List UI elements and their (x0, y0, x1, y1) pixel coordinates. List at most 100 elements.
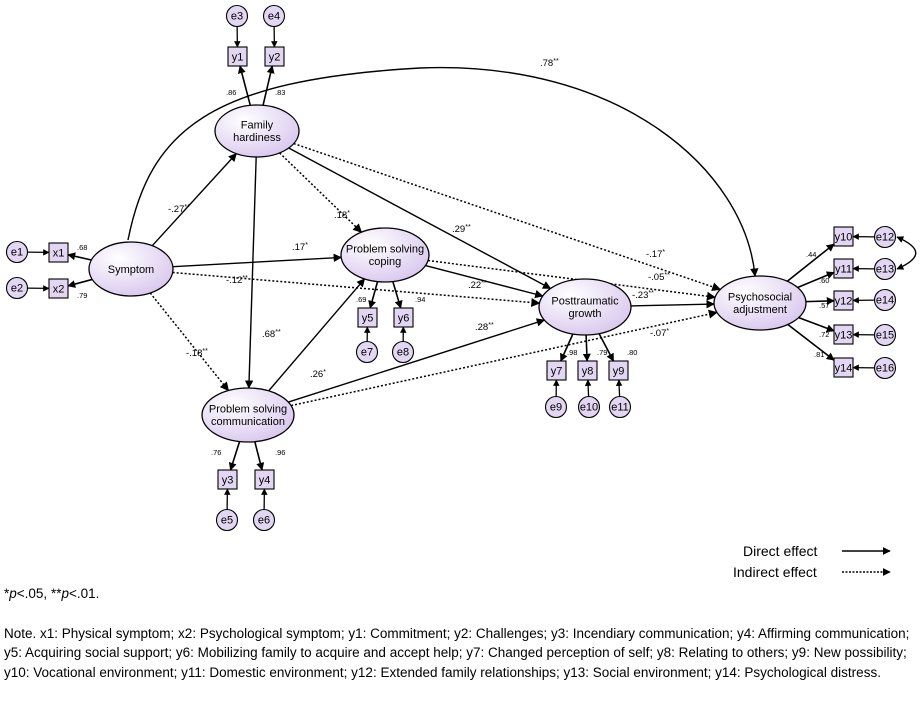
error-circle-e12 (873, 225, 897, 249)
indicator-label-y8: y8 (582, 365, 594, 377)
error-circle-e8 (391, 340, 415, 364)
indicator-label-y2: y2 (269, 51, 281, 63)
loading-value-y4: .96 (275, 448, 285, 457)
error-circle-e16 (873, 356, 897, 380)
error-label-e13: e13 (876, 263, 894, 275)
structural-paths (127, 66, 917, 407)
error-label-e4: e4 (268, 10, 280, 22)
error-circle-e10 (577, 395, 601, 419)
error-circle-e6 (252, 508, 276, 532)
loading-value-x1: .68 (77, 243, 87, 252)
loading-value-y1: .86 (226, 88, 236, 97)
significance-note: *p<.05, **p<.01. (4, 586, 100, 601)
legend-direct-label: Direct effect (743, 543, 818, 559)
coef-coping-growth: .22** (468, 280, 487, 291)
coef-comm-coping: .26* (310, 369, 326, 380)
path-coping-to-growth (425, 264, 544, 299)
coef-comm-growth: .28** (475, 322, 494, 333)
coef-family-psych: -.17* (646, 249, 665, 260)
indicator-box-x2 (48, 278, 69, 299)
error-label-e11: e11 (611, 401, 629, 413)
indicator-box-y6 (393, 307, 414, 328)
latent-label-psych-1: adjustment (733, 304, 787, 316)
coef-sig-comm-coping: * (323, 369, 326, 376)
latent-label-coping-0: Problem solving (346, 244, 424, 256)
error-label-e14: e14 (876, 294, 894, 306)
indicator-box-y10 (833, 226, 854, 247)
loading-psych-y12 (805, 297, 835, 305)
indicator-label-y11: y11 (835, 263, 852, 275)
legend-indirect-label: Indirect effect (733, 564, 817, 580)
loading-symptom-x2 (67, 278, 93, 288)
error-label-e5: e5 (221, 514, 233, 526)
loading-psych-y11 (797, 271, 835, 289)
sem-path-diagram: x1e1x2e2y1e3y2e4y3e5y4e6y5e7y6e8y7e9y8e1… (5, 4, 917, 532)
loading-comm-y4 (254, 441, 265, 471)
latent-psych (713, 275, 807, 331)
loading-coping-y6 (392, 281, 403, 309)
error-circle-e15 (873, 323, 897, 347)
loading-value-y9: .80 (627, 348, 637, 357)
error-label-e12: e12 (876, 231, 894, 243)
coef-sig-family-coping: * (347, 210, 350, 217)
loading-value-y6: .94 (415, 295, 425, 304)
coef-comm-psych: -.07* (650, 328, 669, 339)
indicator-label-y10: y10 (835, 231, 853, 243)
path-symptom-to-family (151, 153, 237, 247)
indicator-box-y12 (833, 290, 854, 311)
indicator-box-x1 (48, 242, 69, 263)
measurement-model: x1e1x2e2y1e3y2e4y3e5y4e6y5e7y6e8y7e9y8e1… (5, 4, 897, 532)
path-growth-to-psych (630, 300, 715, 309)
loading-value-y3: .76 (211, 448, 221, 457)
coef-sig-comm-psych: * (666, 328, 669, 335)
error-circle-e14 (873, 288, 897, 312)
error-circle-e11 (608, 395, 632, 419)
latent-growth (538, 278, 632, 336)
latent-family (214, 104, 300, 158)
path-comm-to-psych (290, 309, 718, 407)
indicator-label-y3: y3 (222, 474, 234, 486)
path-symptom-to-comm (149, 292, 230, 392)
latent-symptom (88, 241, 174, 297)
loading-growth-y9 (598, 333, 615, 362)
latent-label-coping-1: coping (369, 256, 401, 268)
indicator-label-y12: y12 (835, 295, 853, 307)
loading-psych-y14 (787, 323, 835, 361)
coef-symptom-growth: -.12** (226, 275, 248, 286)
error-label-e10: e10 (580, 401, 598, 413)
indicator-label-x2: x2 (53, 283, 65, 295)
indicator-label-y4: y4 (259, 474, 271, 486)
indicator-label-y6: y6 (398, 312, 410, 324)
indicator-label-y9: y9 (613, 365, 625, 377)
path-family-to-psych (293, 142, 722, 292)
coef-sig-family-comm: ** (275, 329, 281, 336)
indicator-box-y4 (254, 469, 275, 490)
coef-symptom-comm: -.18** (186, 348, 208, 359)
loading-family-y2 (262, 65, 275, 106)
error-path-e11-y9 (615, 379, 623, 397)
indicator-box-y14 (833, 357, 854, 378)
latent-comm (201, 387, 295, 443)
error-circle-e13 (873, 257, 897, 281)
error-label-e2: e2 (11, 282, 23, 294)
loading-symptom-x1 (67, 252, 92, 261)
path-comm-to-growth (288, 318, 546, 403)
latent-label-comm-0: Problem solving (209, 404, 287, 416)
latent-label-symptom-0: Symptom (108, 264, 154, 276)
loading-value-y5: .69 (356, 295, 366, 304)
coef-sig-comm-growth: ** (488, 322, 494, 329)
indicator-box-y9 (608, 360, 629, 381)
latent-label-family-0: Family (241, 120, 274, 132)
path-family-to-coping (279, 152, 363, 233)
indicator-label-y14: y14 (835, 362, 853, 374)
indicator-box-y1 (227, 46, 248, 67)
latent-label-family-1: hardiness (233, 132, 281, 144)
path-symptom-to-psych (127, 66, 759, 277)
coef-family-coping: .18* (334, 210, 350, 221)
loading-value-y12: .57 (819, 301, 829, 310)
error-circle-e1 (5, 240, 29, 264)
error-circle-e7 (355, 340, 379, 364)
coef-sig-symptom-comm: ** (202, 348, 208, 355)
error-circle-e3 (225, 4, 249, 28)
